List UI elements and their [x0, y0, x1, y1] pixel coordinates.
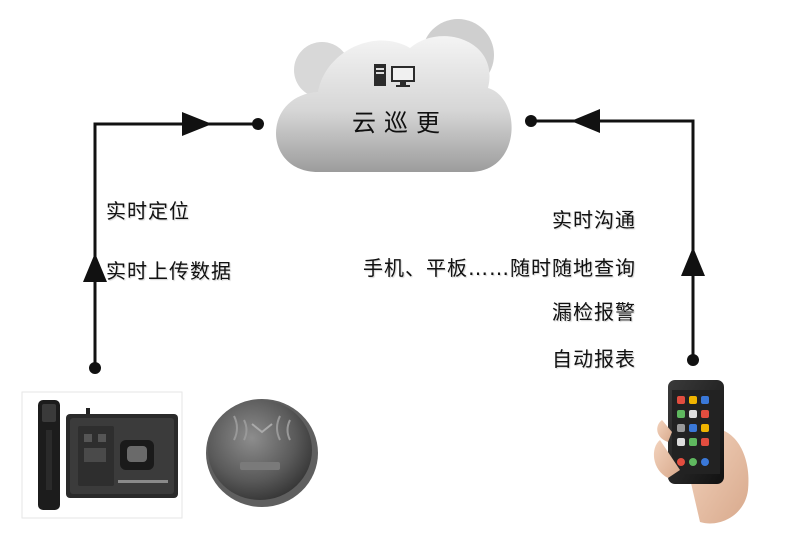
label-realtime-communication: 实时沟通: [552, 208, 636, 232]
right-bottom-node: [687, 354, 699, 366]
right-left-arrow: [571, 109, 600, 133]
computer-icon: [374, 64, 415, 87]
checkpoint-button: [206, 399, 318, 507]
left-top-node: [252, 118, 264, 130]
left-up-arrow: [83, 253, 107, 282]
right-up-arrow: [681, 247, 705, 276]
label-anytime-query: 手机、平板……随时随地查询: [363, 256, 636, 280]
label-missed-check-alarm: 漏检报警: [552, 300, 636, 324]
left-bottom-node: [89, 362, 101, 374]
cloud-shape: [276, 19, 512, 172]
left-connector: [93, 122, 258, 368]
label-realtime-upload: 实时上传数据: [106, 259, 232, 283]
smartphone-in-hand: [653, 380, 749, 524]
label-realtime-location: 实时定位: [106, 199, 190, 223]
right-top-node: [525, 115, 537, 127]
label-auto-report: 自动报表: [552, 347, 636, 371]
left-right-arrow: [182, 112, 212, 136]
cloud-title: 云巡更: [352, 109, 448, 137]
patrol-reader-device: [21, 391, 183, 519]
